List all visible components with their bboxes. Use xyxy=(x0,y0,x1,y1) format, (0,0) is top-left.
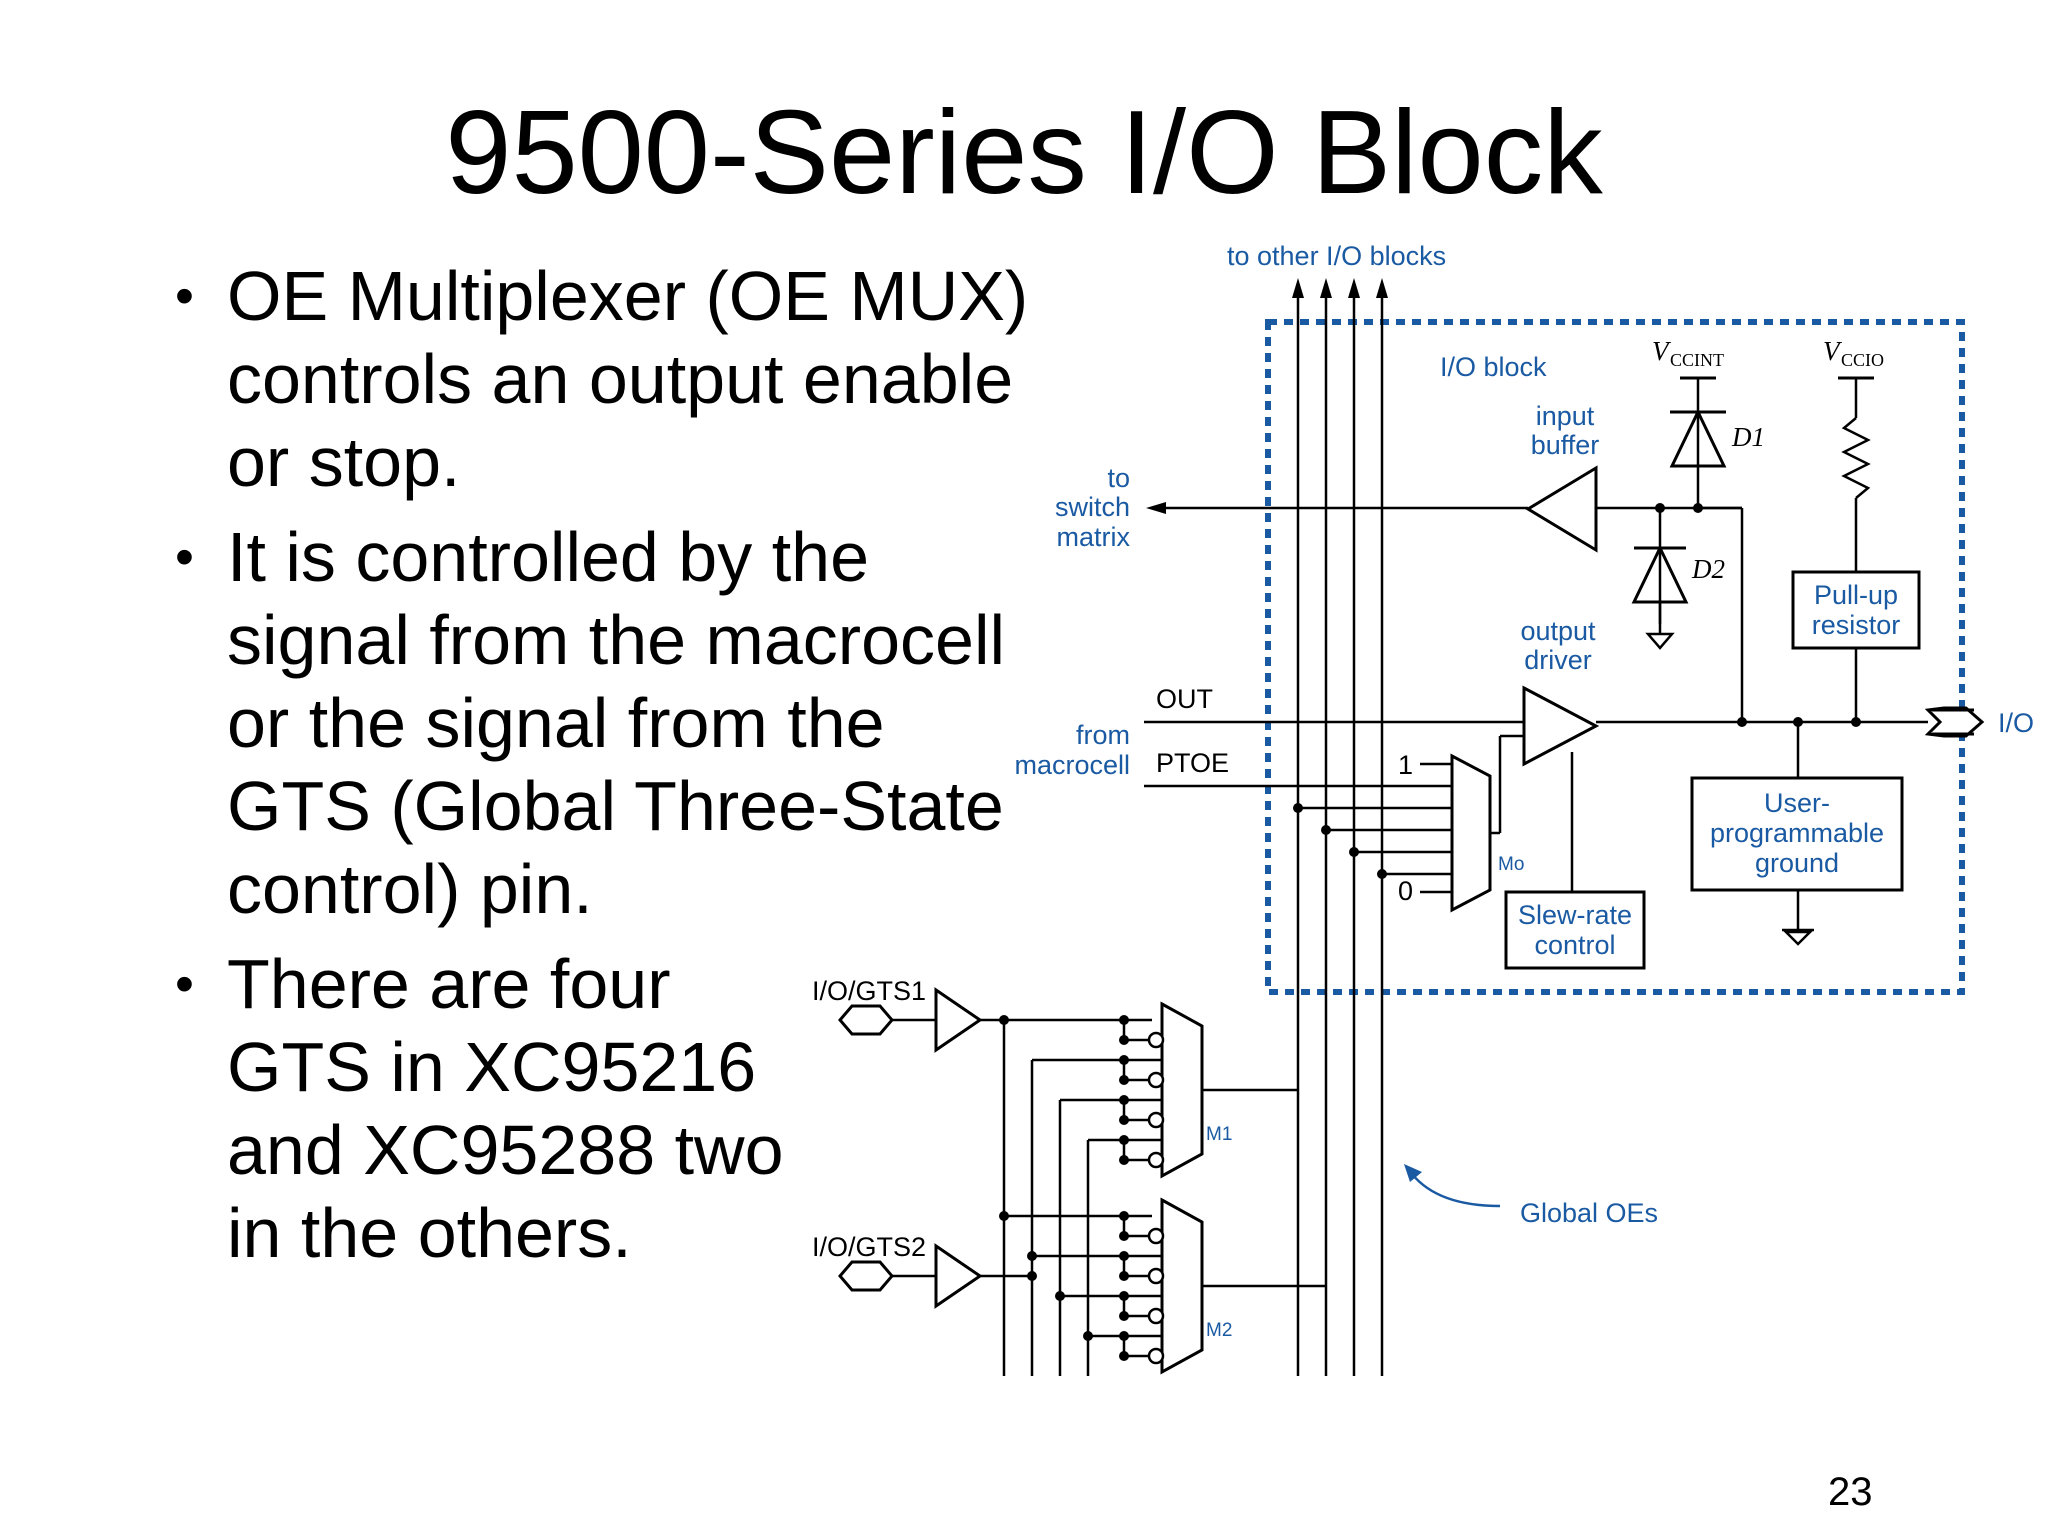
inverter-bubble-icon xyxy=(1147,1031,1165,1049)
gts1-pad-icon xyxy=(838,1004,894,1036)
vccio-label-sub: CCIO xyxy=(1841,350,1884,370)
bullet-text: OE Multiplexer (OE MUX) controls an outp… xyxy=(227,257,1029,501)
bullet-list: • OE Multiplexer (OE MUX) controls an ou… xyxy=(175,255,1035,1287)
global-oes-label: Global OEs xyxy=(1520,1198,1658,1228)
global-oes-pointer xyxy=(1411,1173,1501,1208)
input-buffer-icon xyxy=(1525,465,1598,553)
mux-m2-icon xyxy=(1160,1197,1204,1375)
to-switch-label-line2: switch xyxy=(1055,492,1130,522)
to-switch-label-line3: matrix xyxy=(1057,522,1131,552)
output-driver-label-line2: driver xyxy=(1524,645,1592,675)
oe-mux-m0-icon xyxy=(1450,753,1492,913)
upg-label-line3: ground xyxy=(1755,848,1839,878)
mux-input-1-label: 1 xyxy=(1398,750,1413,780)
io-block-boundary xyxy=(1265,319,1965,995)
bullet-dot-icon: • xyxy=(175,527,194,587)
pointer-arrow-icon xyxy=(1404,1164,1422,1182)
inverter-bubble-icon xyxy=(1147,1347,1165,1365)
bullet-item: • It is controlled by the signal from th… xyxy=(175,516,1035,931)
vccio-label-v: V xyxy=(1823,336,1843,366)
vccint-label-v: V xyxy=(1652,336,1672,366)
ptoe-label: PTOE xyxy=(1156,748,1229,778)
inverter-bubble-icon xyxy=(1147,1307,1165,1325)
bullet-text: There are four GTS in XC95216 and XC9528… xyxy=(227,945,784,1272)
vccint-label-sub: CCINT xyxy=(1670,350,1724,370)
bullet-dot-icon: • xyxy=(175,266,194,326)
m1-label: M1 xyxy=(1206,1124,1232,1145)
mux-m1-icon xyxy=(1160,1001,1204,1179)
gts1-buffer-icon xyxy=(934,987,983,1053)
up-arrow-icon xyxy=(1348,278,1360,298)
slew-label-line2: control xyxy=(1534,930,1615,960)
slew-label-line1: Slew-rate xyxy=(1518,900,1632,930)
pullup-label-line2: resistor xyxy=(1812,610,1901,640)
inverter-bubble-icon xyxy=(1147,1227,1165,1245)
io-block-label: I/O block xyxy=(1440,352,1547,382)
gts1-label: I/O/GTS1 xyxy=(812,976,926,1006)
slide-title: 9500-Series I/O Block xyxy=(445,86,1603,219)
m2-label: M2 xyxy=(1206,1320,1232,1341)
pullup-resistor-box xyxy=(1791,570,1921,650)
inverter-bubble-icon xyxy=(1147,1267,1165,1285)
from-macrocell-label-line1: from xyxy=(1076,720,1130,750)
pullup-label-line1: Pull-up xyxy=(1814,580,1898,610)
gts2-label: I/O/GTS2 xyxy=(812,1232,926,1262)
diode-d1-icon xyxy=(1669,408,1727,468)
ground-icon xyxy=(1645,632,1675,650)
input-buffer-label-line1: input xyxy=(1536,401,1595,431)
out-label: OUT xyxy=(1156,684,1213,714)
up-arrow-icon xyxy=(1292,278,1304,298)
inverter-bubble-icon xyxy=(1147,1111,1165,1129)
io-pin-label: I/O xyxy=(1998,708,2034,738)
inverter-bubble-icon xyxy=(1147,1151,1165,1169)
from-macrocell-label-line2: macrocell xyxy=(1014,750,1130,780)
m0-label: Mo xyxy=(1498,854,1524,875)
d2-label: D2 xyxy=(1691,554,1725,584)
bullet-text: It is controlled by the signal from the … xyxy=(227,518,1006,928)
up-arrow-icons xyxy=(1292,278,1388,298)
ground-icon xyxy=(1782,930,1814,946)
input-buffer-label-line2: buffer xyxy=(1531,430,1600,460)
upg-label-line1: User- xyxy=(1764,788,1830,818)
resistor-icon xyxy=(1841,417,1871,499)
bullet-item: • OE Multiplexer (OE MUX) controls an ou… xyxy=(175,255,1035,504)
output-driver-label-line1: output xyxy=(1520,616,1596,646)
to-other-io-blocks-label: to other I/O blocks xyxy=(1227,241,1446,271)
bullet-dot-icon: • xyxy=(175,954,194,1014)
user-programmable-ground-box xyxy=(1690,776,1904,892)
io-pad-icon xyxy=(1924,706,1985,738)
to-switch-label-line1: to xyxy=(1107,463,1130,493)
left-arrow-icon xyxy=(1146,502,1166,514)
global-oe-bus xyxy=(1296,292,1384,1376)
slew-rate-control-box xyxy=(1504,890,1646,970)
up-arrow-icon xyxy=(1376,278,1388,298)
d1-label: D1 xyxy=(1731,422,1765,452)
gts2-pad-icon xyxy=(838,1260,894,1292)
inverter-bubble-icon xyxy=(1147,1071,1165,1089)
page-number: 23 xyxy=(1828,1470,1873,1514)
gts2-buffer-icon xyxy=(934,1243,983,1309)
upg-label-line2: programmable xyxy=(1710,818,1884,848)
up-arrow-icon xyxy=(1320,278,1332,298)
bullet-item: • There are four GTS in XC95216 and XC95… xyxy=(175,943,1035,1275)
output-driver-icon xyxy=(1522,685,1600,767)
mux-input-0-label: 0 xyxy=(1398,876,1413,906)
